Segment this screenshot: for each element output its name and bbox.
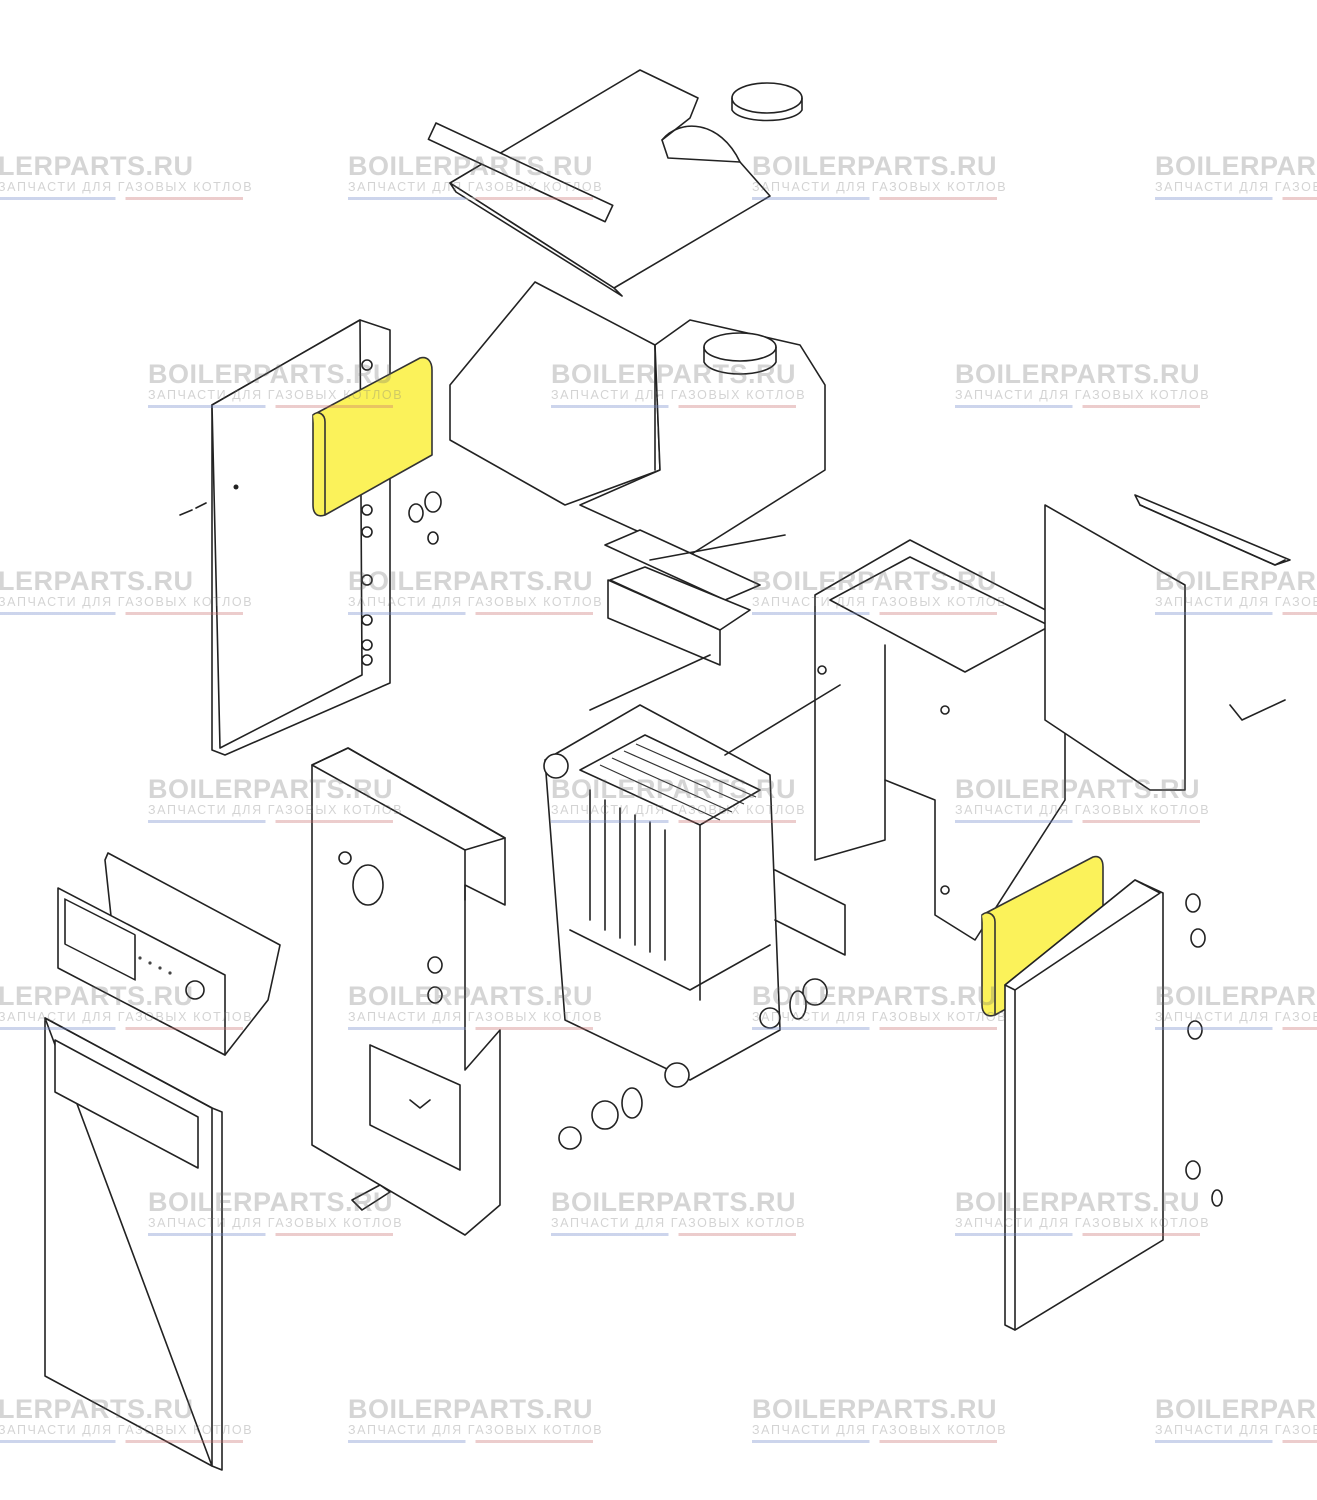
control-panel — [57, 852, 281, 1056]
internal-mounting-panel — [311, 747, 506, 1236]
left-side-panel — [179, 319, 391, 756]
right-side-panel — [1004, 879, 1164, 1331]
right-panel-seals — [1185, 893, 1223, 1207]
left-insulation-pad-highlighted — [312, 356, 433, 517]
heat-exchanger — [543, 704, 781, 1088]
right-insulation-pad-highlighted — [981, 855, 1104, 1017]
left-seals — [408, 491, 442, 545]
valve-fitting — [351, 1184, 391, 1211]
mounting-brackets — [589, 529, 786, 711]
flue-ring — [731, 82, 803, 122]
right-rear-sheet — [1044, 494, 1291, 791]
front-door-panel — [44, 1017, 223, 1471]
top-cover-panel — [427, 69, 771, 297]
right-inner-casing — [724, 539, 1066, 941]
heat-exchanger-fittings — [558, 869, 846, 1150]
combustion-hood — [449, 281, 826, 561]
